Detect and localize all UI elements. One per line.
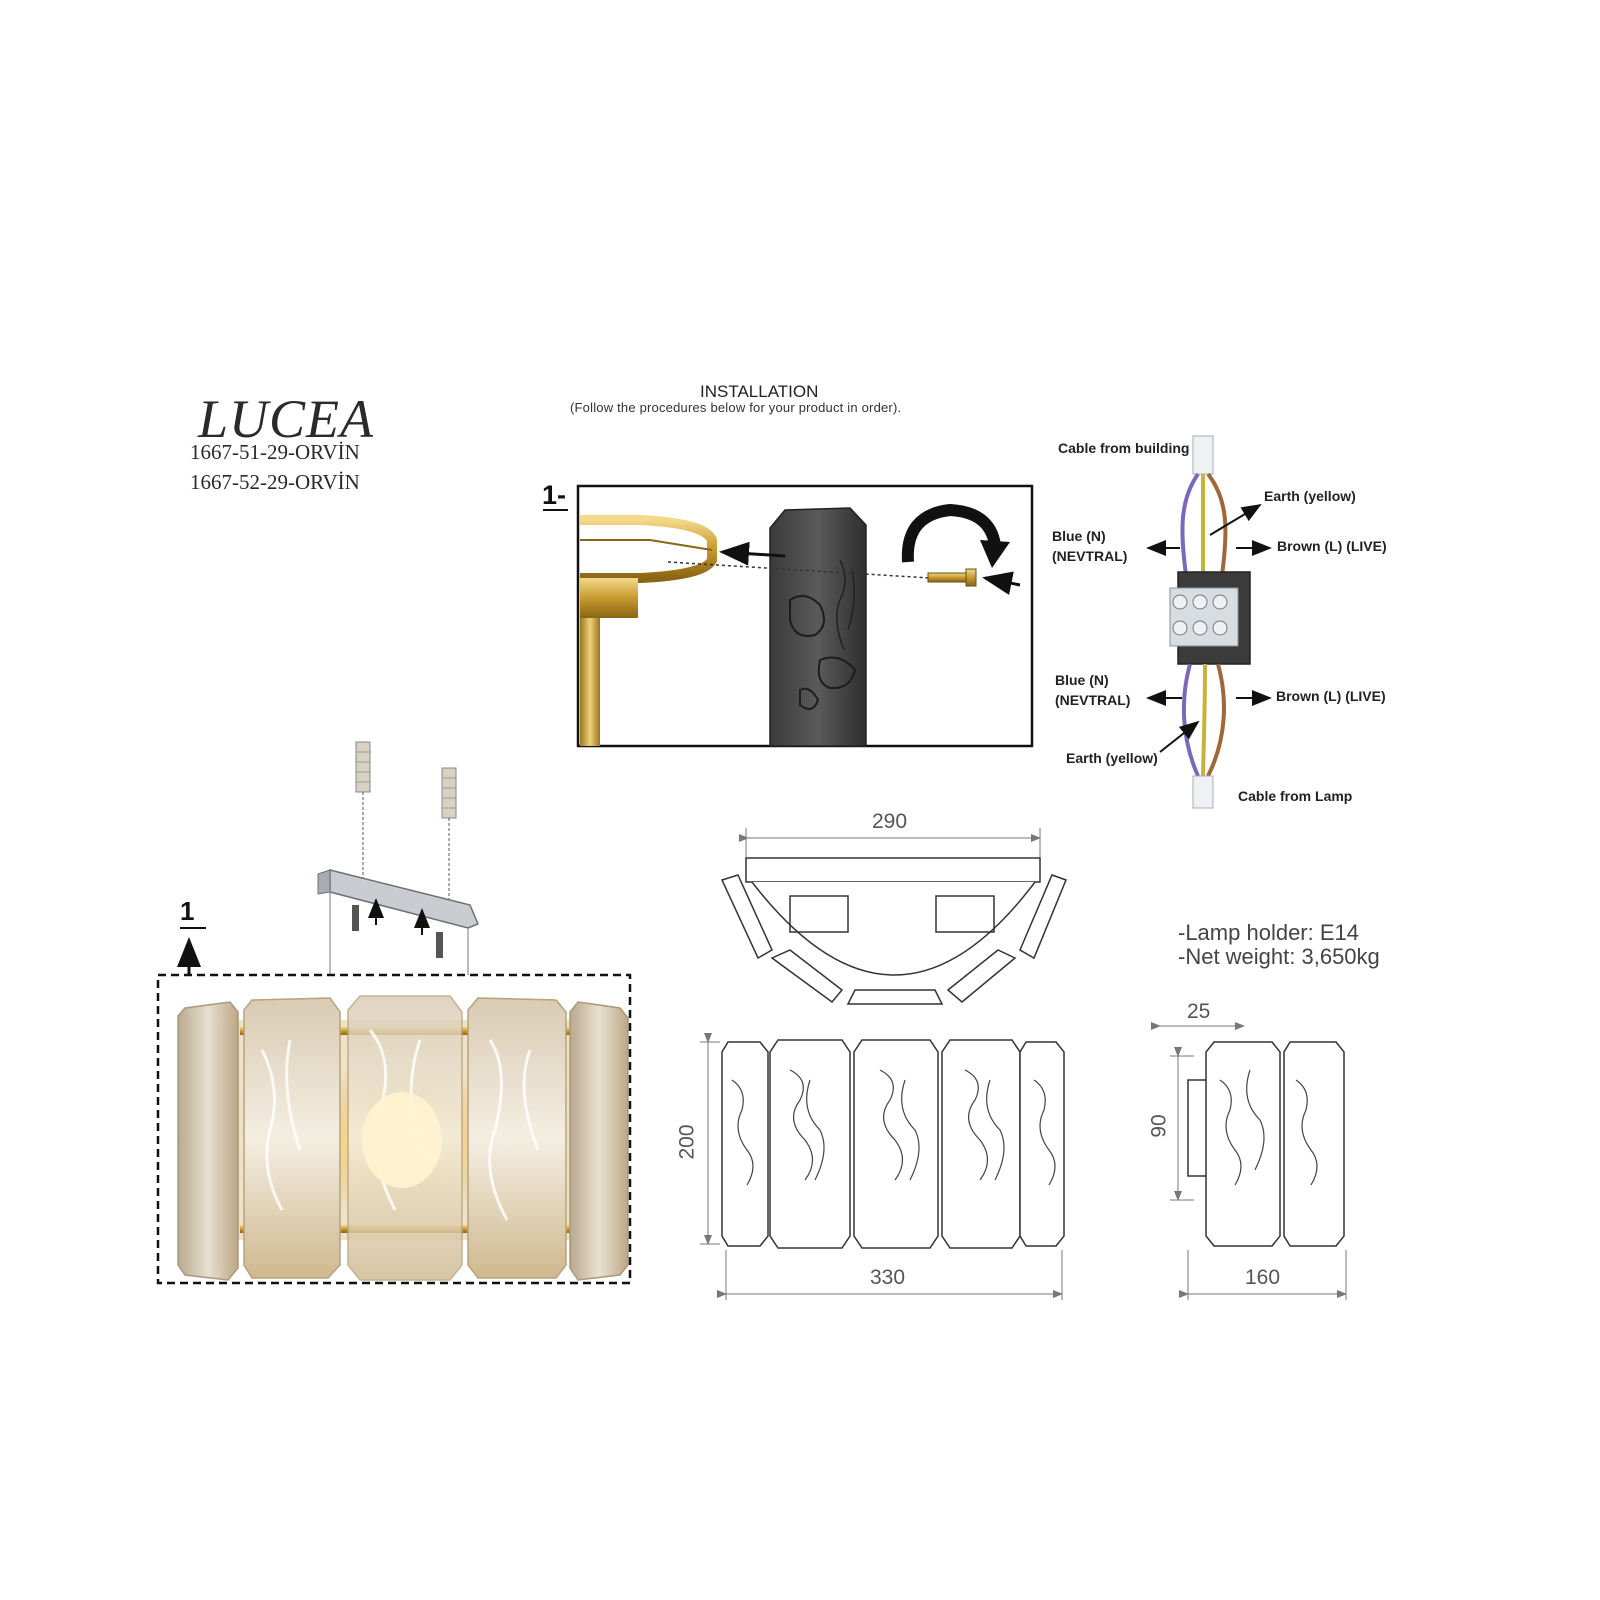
dim-side-offset: 25 [1187, 1000, 1211, 1023]
installation-title: INSTALLATION [700, 382, 819, 401]
wire-blue-top [1180, 472, 1200, 576]
label-cable-from-building: Cable from building [1058, 440, 1190, 456]
product-photo [156, 973, 632, 1285]
crystal-panel [243, 997, 341, 1279]
crystal-top [720, 874, 773, 960]
step-1-label: 1- [542, 480, 567, 510]
crystal-front [941, 1039, 1021, 1249]
spec-lamp-holder: -Lamp holder: E14 [1178, 920, 1359, 945]
arrow-earth-bottom-icon [1159, 720, 1200, 753]
wire-blue-bottom [1181, 663, 1200, 777]
product-code: 1667-51-29-ORVİN [190, 440, 360, 464]
arrow-screw-icon [982, 571, 1021, 596]
label-brown-top: Brown (L) (LIVE) [1277, 538, 1387, 554]
crystal-front [769, 1039, 851, 1249]
dim-side-depth: 160 [1245, 1266, 1281, 1289]
screw-icon [352, 905, 359, 931]
label-blue-top-1: Blue (N) [1052, 528, 1106, 544]
gold-ring [580, 515, 717, 746]
cable-sheath-bottom [1192, 775, 1214, 809]
wire-brown-bottom [1206, 663, 1226, 777]
arrow-earth-top-icon [1209, 503, 1262, 536]
crystal-panel [177, 1001, 239, 1281]
label-blue-top-2: (NEVTRAL) [1052, 548, 1128, 564]
screw-path-line [667, 561, 931, 579]
screw-icon [436, 932, 443, 958]
cable-sheath-top [1192, 435, 1214, 475]
dim-side-height: 90 [1147, 1114, 1171, 1138]
wire-yellow-bottom [1201, 663, 1207, 777]
dim-front-height: 200 [675, 1124, 699, 1160]
crystal-top [846, 989, 944, 1005]
wall-plug-icon [441, 767, 457, 819]
crystal-side [1283, 1041, 1345, 1247]
label-earth-top: Earth (yellow) [1264, 488, 1356, 504]
wall-plug-icon [355, 741, 371, 793]
assembly-step-label: 1 [180, 896, 195, 926]
crystal-panel [467, 997, 567, 1279]
crystal-front [853, 1039, 939, 1249]
side-view-drawing [1151, 1022, 1347, 1300]
crystal-front [1019, 1041, 1065, 1247]
wire-brown-top [1206, 472, 1228, 576]
crystal-panel [569, 1001, 629, 1281]
installation-subtitle: (Follow the procedures below for your pr… [570, 400, 902, 415]
lamp-socket [935, 895, 995, 933]
rotate-arrow-icon [901, 503, 1001, 563]
crystal-top [770, 949, 844, 1004]
crystal-front [721, 1041, 769, 1247]
mounting-bracket [317, 741, 479, 975]
top-view-drawing [720, 828, 1067, 1005]
label-blue-bottom-1: Blue (N) [1055, 672, 1109, 688]
label-blue-bottom-2: (NEVTRAL) [1055, 692, 1131, 708]
label-earth-bottom: Earth (yellow) [1066, 750, 1158, 766]
label-cable-from-lamp: Cable from Lamp [1238, 788, 1353, 804]
crystal-panel-dark [769, 507, 867, 747]
label-brown-bottom: Brown (L) (LIVE) [1276, 688, 1386, 704]
screw-icon [927, 568, 977, 587]
crystal-top [1019, 874, 1067, 960]
crystal-top [946, 949, 1017, 1003]
step1-detail [543, 484, 1034, 748]
terminal-block [1169, 571, 1251, 665]
wall-plate [745, 857, 1041, 883]
front-view-drawing [700, 1033, 1065, 1300]
wiring-diagram [1146, 435, 1272, 809]
product-code: 1667-52-29-ORVİN [190, 470, 360, 494]
spec-net-weight: -Net weight: 3,650kg [1178, 944, 1380, 969]
crystal-side [1205, 1041, 1281, 1247]
dim-top-width: 290 [872, 810, 908, 833]
arrow-left-icon [719, 541, 786, 566]
dim-front-width: 330 [870, 1266, 906, 1289]
product-name: LUCEA [198, 389, 375, 449]
lamp-socket [789, 895, 849, 933]
